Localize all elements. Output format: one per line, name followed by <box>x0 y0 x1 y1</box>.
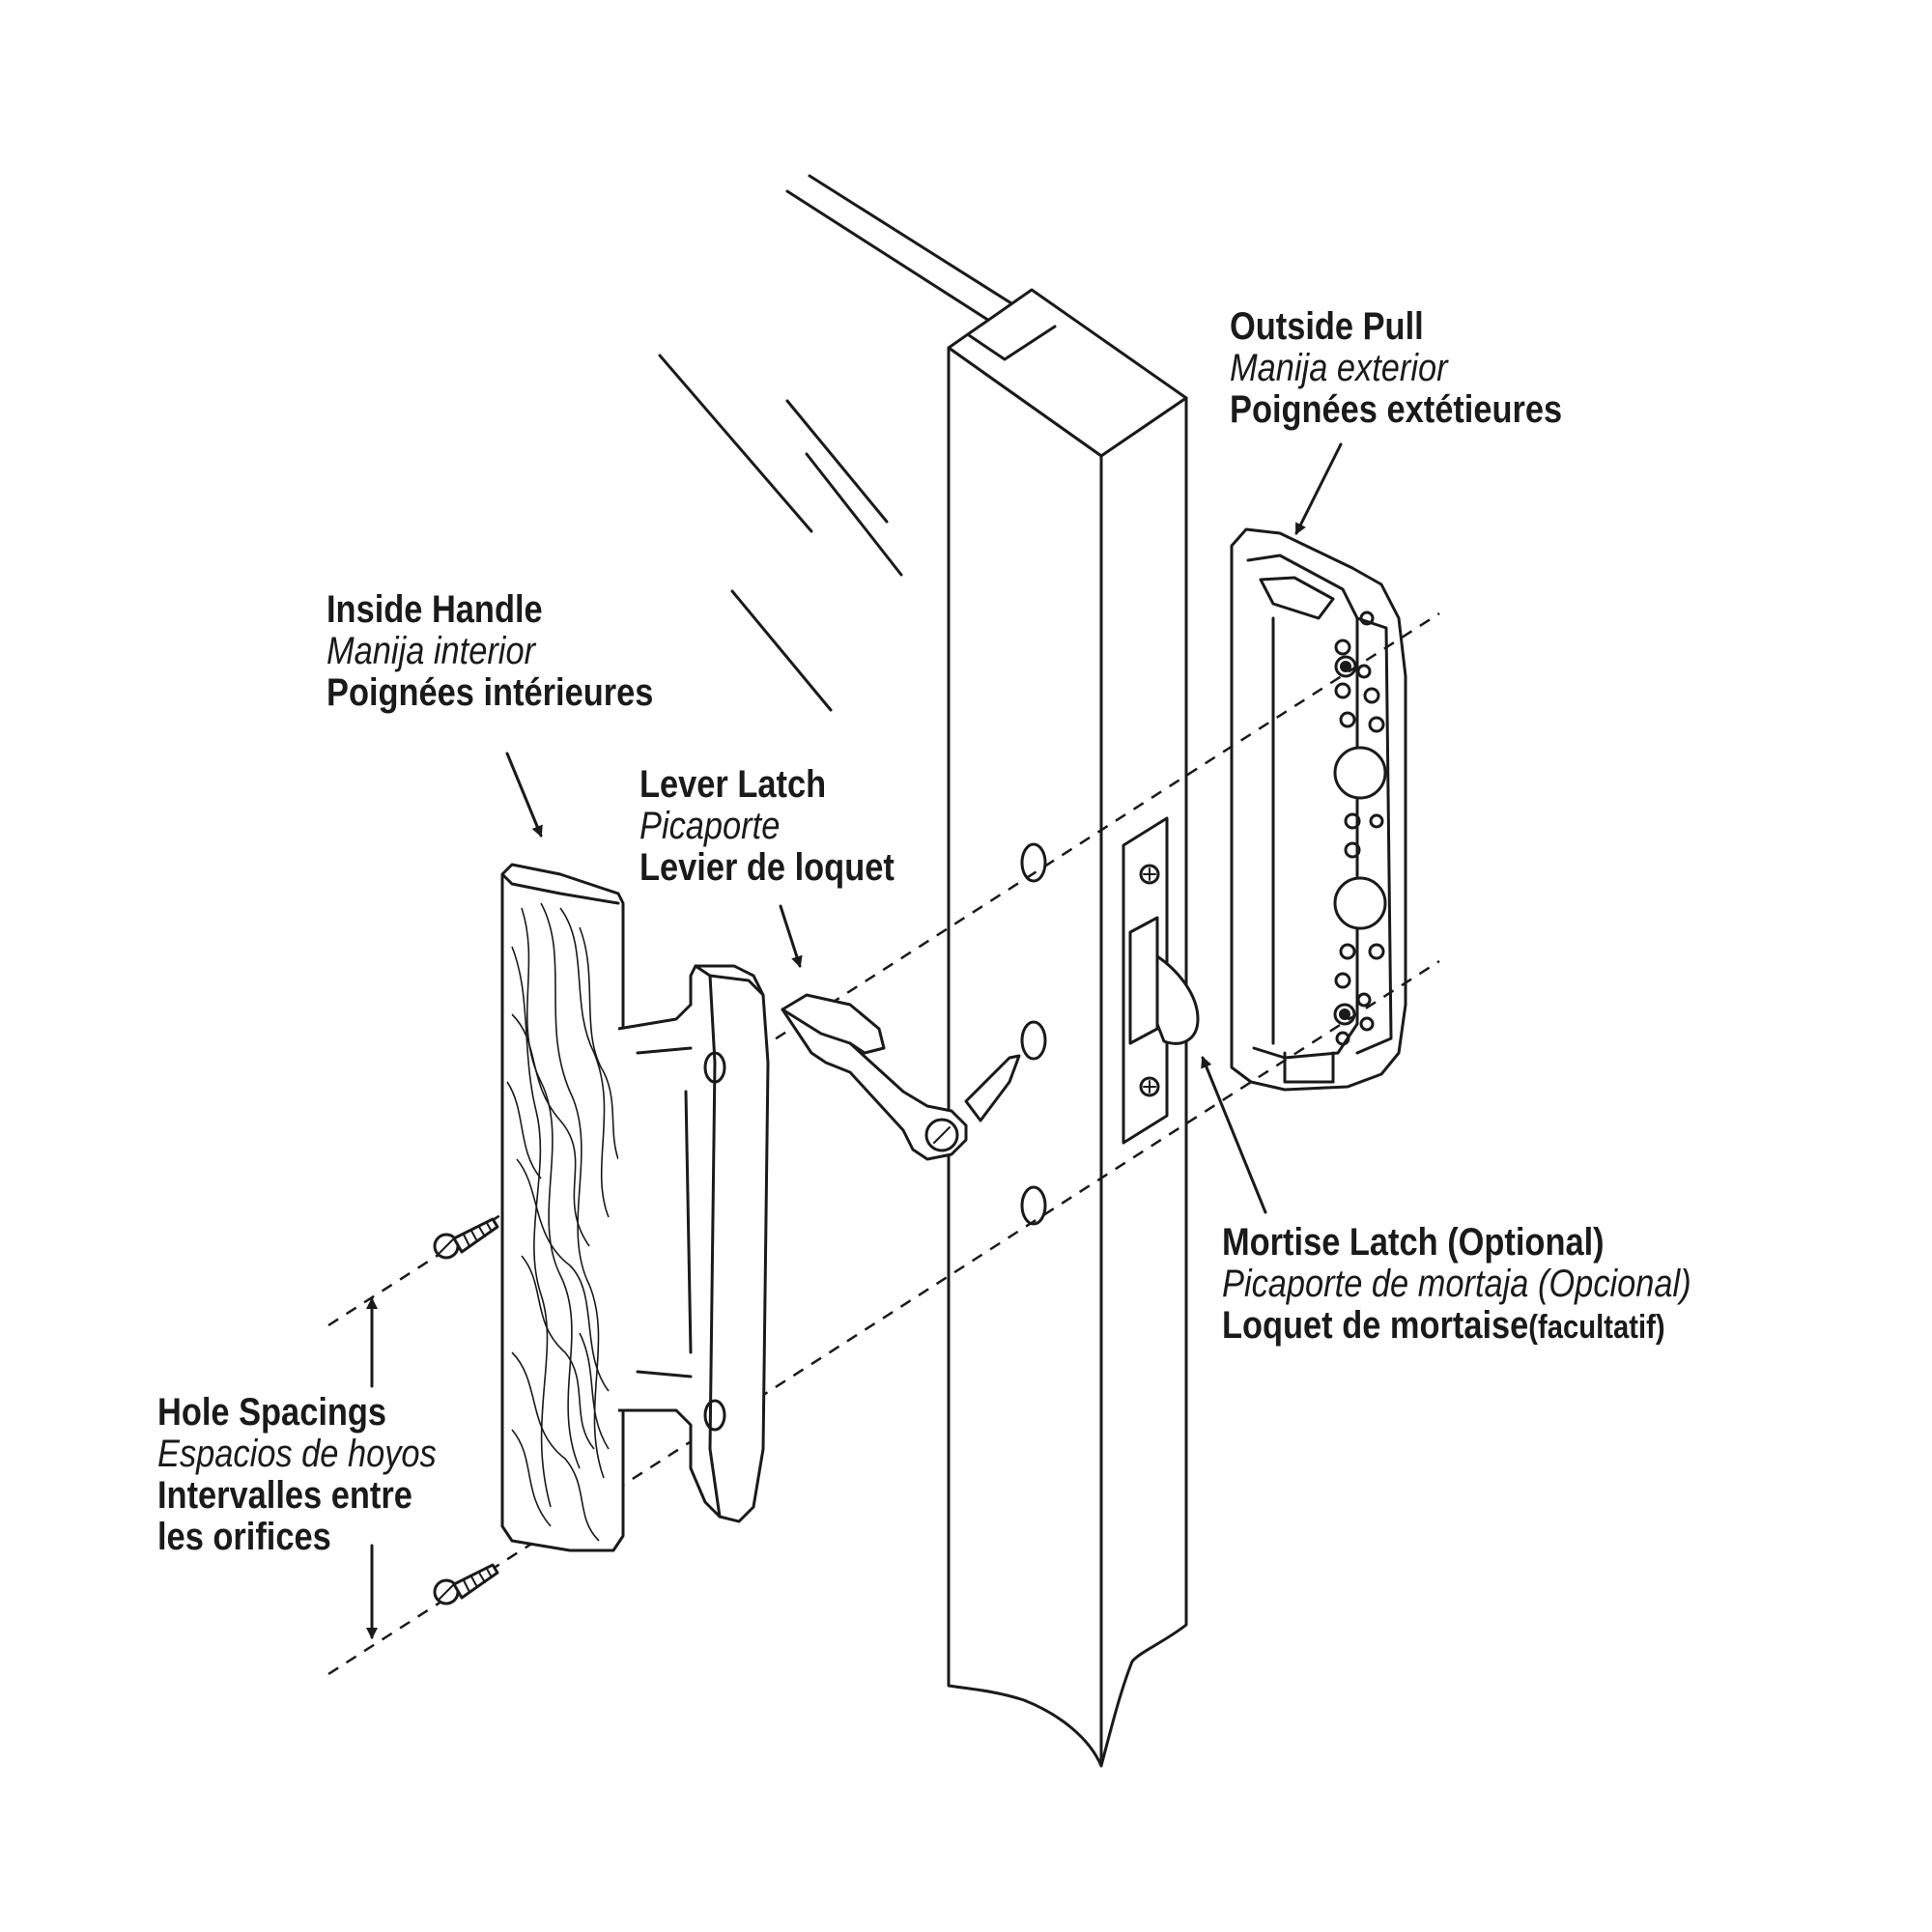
screw-bottom <box>433 1563 499 1605</box>
mortise-latch-arrow <box>1201 1056 1267 1214</box>
lever-latch <box>781 993 1021 1161</box>
inside-handle-label-es: Manija interior <box>327 630 536 672</box>
stile-hole-middle <box>1020 1020 1047 1061</box>
hole-spacings-label-fr-line2: les orifices <box>157 1516 331 1558</box>
inside-handle-bracket <box>617 964 770 1523</box>
stile-hole-bottom <box>1020 1185 1047 1226</box>
lever-latch-label-en: Lever Latch <box>639 763 827 806</box>
pointer-arrows <box>366 442 1343 1639</box>
inside-handle-arrow <box>505 752 543 838</box>
outside-pull-label-en: Outside Pull <box>1230 305 1424 348</box>
lever-latch-arrow <box>779 904 803 968</box>
mortise-latch-label-fr: Loquet de mortaise(facultatif) <box>1222 1305 1691 1349</box>
hole-spacings-label-es: Espacios de hoyos <box>157 1433 437 1475</box>
outside-pull-label-es: Manija exterior <box>1230 347 1448 389</box>
stile-hole-top <box>1020 842 1047 883</box>
inside-handle <box>500 863 625 1552</box>
lever-latch-label: Lever Latch Picaporte Levier de loquet <box>639 764 936 889</box>
mortise-latch-label-es: Picaporte de mortaja (Opcional) <box>1222 1263 1691 1305</box>
mortise-latch-label-fr-main: Loquet de mortaise <box>1222 1304 1529 1347</box>
mortise-latch-label: Mortise Latch (Optional) Picaporte de mo… <box>1222 1222 1768 1349</box>
hole-spacings-label-en: Hole Spacings <box>157 1391 387 1434</box>
glass-reflection-lines <box>658 174 1050 712</box>
screw-top <box>433 1217 499 1260</box>
inside-handle-label: Inside Handle Manija interior Poignées i… <box>327 589 706 714</box>
hole-spacings-label-fr-line1: Intervalles entre <box>157 1474 412 1517</box>
inside-handle-label-fr: Poignées intérieures <box>327 671 654 714</box>
outside-pull-label-fr: Poignées extétieures <box>1230 388 1563 431</box>
mortise-latch-label-en: Mortise Latch (Optional) <box>1222 1221 1605 1264</box>
hole-spacings-label: Hole Spacings Espacios de hoyos Interval… <box>157 1392 482 1558</box>
mortise-latch-plate <box>1122 816 1200 1145</box>
outside-pull-arrow <box>1294 442 1343 535</box>
inside-handle-label-en: Inside Handle <box>327 588 543 631</box>
outside-pull <box>1230 527 1407 1092</box>
outside-pull-label: Outside Pull Manija exterior Poignées ex… <box>1230 306 1616 431</box>
lever-latch-label-fr: Levier de loquet <box>639 846 895 889</box>
lever-latch-label-es: Picaporte <box>639 805 781 847</box>
mortise-latch-label-fr-suffix: (facultatif) <box>1528 1309 1665 1346</box>
